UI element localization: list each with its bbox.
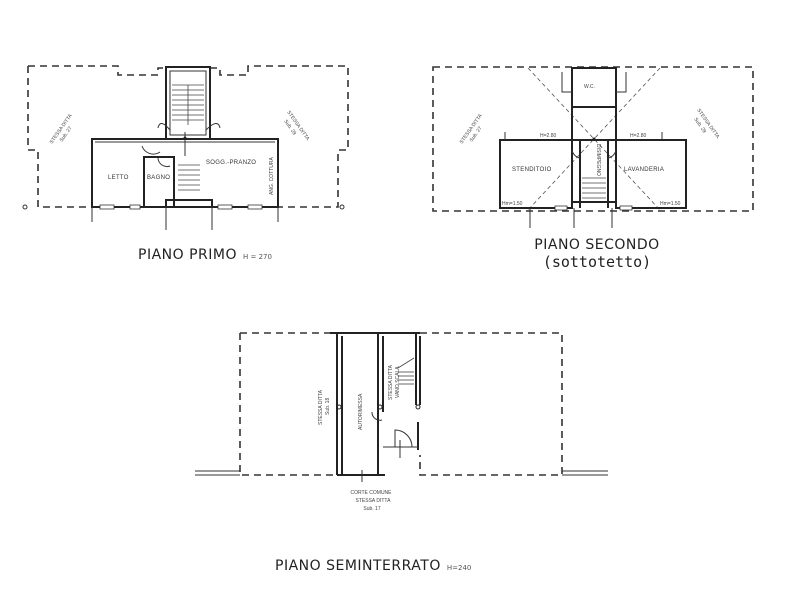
room-bagno: BAGNO [147,175,170,181]
plan-piano-secondo: W.C. STENDITOIO LAVANDERIA DISIMPEGNO H=… [432,66,754,228]
courtyard-line1: CORTE COMUNE [350,490,392,496]
plan-piano-seminterrato: STESSA DITTA Sub. 18 AUTORIMESSA STESSA … [195,332,608,512]
courtyard-line3: Sub. 17 [363,506,380,512]
height-bottom-right: Hm=1.50 [660,201,681,207]
floor-height-note: H = 270 [243,253,272,261]
room-disimpegno: DISIMPEGNO [595,144,601,176]
room-autorimessa: AUTORIMESSA [358,393,364,430]
room-stenditoio: STENDITOIO [512,167,552,173]
height-top-left: H=2.80 [540,133,556,139]
neighbor-left-name: STESSA DITTA [318,389,324,425]
room-letto: LETTO [108,175,129,181]
title-piano-primo: PIANO PRIMO H = 270 [138,244,272,263]
neighbor-left-sub: Sub. 18 [325,398,331,415]
height-bottom-left: Hm=1.50 [502,201,523,207]
room-vano-scala: VANO SCALA [395,366,401,398]
title-piano-secondo: PIANO SECONDO (sottotetto) [522,237,672,271]
plan-piano-primo: LETTO BAGNO SOGG.-PRANZO ANG. COTTURA ST… [22,65,349,230]
floor-title: PIANO SECONDO [534,237,660,253]
room-angolo-cottura: ANG. COTTURA [269,157,275,195]
room-vano-scala-owner: STESSA DITTA [388,364,394,400]
title-piano-seminterrato: PIANO SEMINTERRATO H=240 [275,555,471,574]
room-lavanderia: LAVANDERIA [624,167,664,173]
courtyard-line2: STESSA DITTA [356,498,392,504]
room-soggiorno-pranzo: SOGG.-PRANZO [206,160,256,166]
height-top-right: H=2.80 [630,133,646,139]
floor-title: PIANO SEMINTERRATO [275,558,441,574]
floor-title: PIANO PRIMO [138,247,237,263]
floor-height-note: H=240 [446,564,472,572]
room-wc: W.C. [584,84,595,90]
floor-subtitle: (sottotetto) [542,253,652,271]
